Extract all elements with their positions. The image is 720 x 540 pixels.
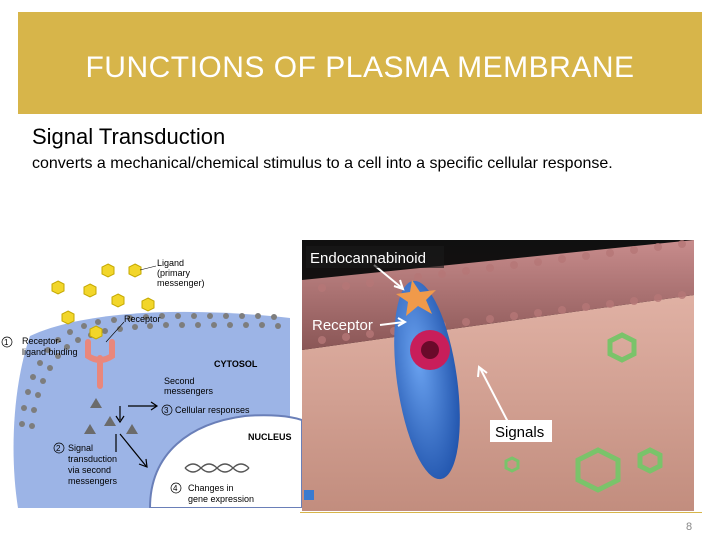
step3-label: Cellular responses <box>175 405 250 415</box>
svg-text:messengers: messengers <box>164 386 214 396</box>
slide-body-text: converts a mechanical/chemical stimulus … <box>32 155 613 172</box>
receptor-label-left: Receptor <box>124 314 161 324</box>
cytosol-label: CYTOSOL <box>214 359 258 369</box>
svg-text:messengers: messengers <box>68 476 118 486</box>
step4-label: Changes in <box>188 483 234 493</box>
receptor-protein-blue <box>394 280 460 480</box>
step1-label: Receptor- <box>22 336 62 346</box>
endocannabinoid-ligand <box>396 280 436 316</box>
receptor-label-right: Receptor <box>312 317 373 334</box>
signal-molecules <box>504 332 663 493</box>
step1-number: 1 <box>4 338 9 347</box>
slide-title: FUNCTIONS OF PLASMA MEMBRANE <box>85 51 635 84</box>
endocannabinoid-illustration: Endocannabinoid Receptor Signals <box>302 240 694 511</box>
svg-text:messenger): messenger) <box>157 278 205 288</box>
step4-number: 4 <box>173 484 178 493</box>
lipid-bilayer <box>19 313 281 429</box>
ligand-label: Ligand <box>157 258 184 268</box>
svg-text:ligand binding: ligand binding <box>22 347 78 357</box>
nucleus-region <box>148 414 302 508</box>
svg-text:(primary: (primary <box>157 268 190 278</box>
second-messengers <box>84 398 138 434</box>
page-number: 8 <box>686 521 693 533</box>
svg-text:via second: via second <box>68 465 111 475</box>
step3-number: 3 <box>164 406 169 415</box>
step2-label: Signal <box>68 443 93 453</box>
second-messengers-label: Second <box>164 376 195 386</box>
svg-text:transduction: transduction <box>68 454 117 464</box>
endocannabinoid-label: Endocannabinoid <box>310 250 426 267</box>
svg-text:gene expression: gene expression <box>188 494 254 504</box>
ligand-molecules <box>51 263 155 340</box>
title-bar: FUNCTIONS OF PLASMA MEMBRANE <box>18 12 702 114</box>
nucleus-label: NUCLEUS <box>248 432 292 442</box>
slide-subtitle: Signal Transduction <box>32 124 226 149</box>
signals-label: Signals <box>495 424 544 441</box>
signal-transduction-diagram: Ligand (primary messenger) Receptor 1 Re… <box>1 258 302 508</box>
step2-number: 2 <box>56 444 61 453</box>
footer-divider <box>300 512 702 513</box>
receptor-protein <box>85 339 115 389</box>
